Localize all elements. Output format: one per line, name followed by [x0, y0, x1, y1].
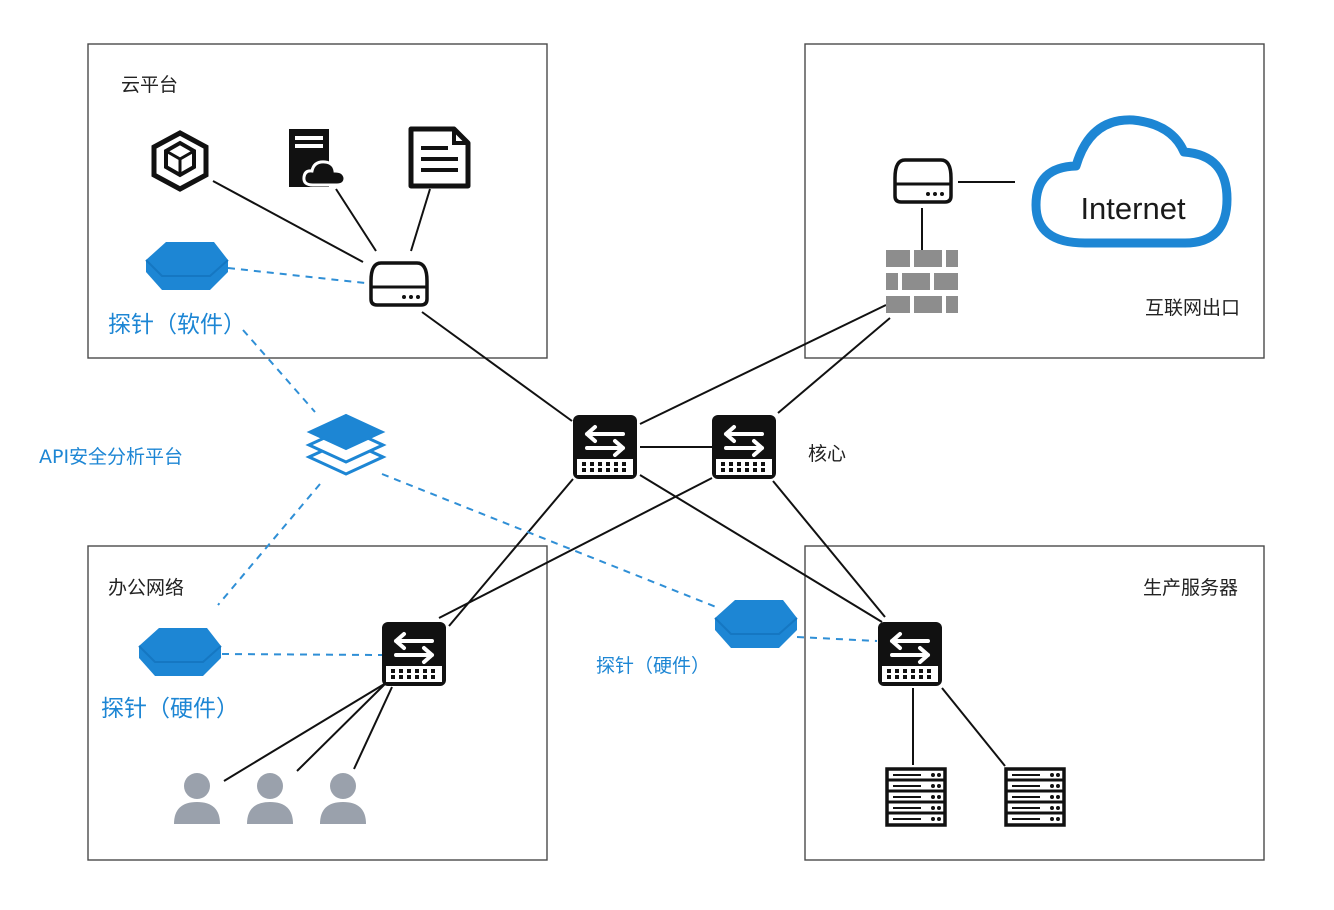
link-core-right-to-office-switch [438, 477, 713, 619]
cloud-platform-zone-label: 云平台 [121, 74, 178, 96]
production-server-zone-label: 生产服务器 [1143, 577, 1238, 599]
office-switch-icon [380, 620, 448, 688]
link-core-right-to-production-switch [772, 480, 886, 618]
link-office-probe-to-office-switch [221, 653, 383, 656]
link-office-switch-to-user-3 [353, 686, 393, 770]
link-platform-to-office-probe [217, 483, 321, 606]
link-platform-to-production-probe [381, 473, 717, 608]
link-software-probe-to-platform [242, 329, 316, 413]
office-network-zone [87, 545, 548, 861]
server-rack-icon-1 [885, 767, 947, 827]
link-production-probe-to-production-switch [796, 636, 878, 642]
link-core-left-to-firewall [639, 304, 887, 425]
production-hardware-probe-icon [714, 599, 798, 649]
internet-router-icon [893, 158, 953, 204]
office-hardware-probe-icon [138, 627, 222, 677]
internet-cloud-icon [1031, 115, 1232, 248]
production-hardware-probe-label: 探针（硬件） [596, 655, 710, 677]
link-document-to-cloud-router [410, 188, 431, 252]
link-cluster-to-cloud-router [212, 180, 364, 263]
link-cloud-router-to-core-left [421, 311, 573, 422]
core-switch-left-icon [571, 413, 639, 481]
internet-cloud-label: Internet [1080, 191, 1186, 226]
production-switch-icon [876, 620, 944, 688]
cloud-server-icon [289, 129, 347, 187]
cloud-router-icon [369, 261, 429, 307]
network-links [212, 180, 1015, 782]
probe-links [217, 267, 878, 656]
office-hardware-probe-label: 探针（硬件） [101, 696, 239, 722]
api-platform-label: API安全分析平台 [39, 446, 183, 468]
link-cloudserver-to-cloud-router [335, 188, 377, 252]
core-label: 核心 [808, 443, 846, 465]
internet-exit-zone-label: 互联网出口 [1145, 297, 1240, 319]
link-production-switch-to-server-2 [941, 687, 1006, 767]
link-office-switch-to-user-1 [223, 682, 387, 782]
office-network-zone-label: 办公网络 [108, 577, 184, 599]
firewall-icon [886, 250, 958, 313]
microservice-cluster-icon [151, 130, 209, 192]
api-platform-layers-icon [305, 413, 387, 476]
server-rack-icon-2 [1004, 767, 1066, 827]
core-switch-right-icon [710, 413, 778, 481]
link-office-switch-to-user-2 [296, 682, 387, 772]
link-core-left-to-production-switch [639, 474, 883, 623]
software-probe-icon [145, 241, 229, 291]
cloud-platform-zone [87, 43, 548, 359]
document-icon [408, 126, 471, 189]
software-probe-label: 探针（软件） [108, 312, 246, 338]
link-software-probe-to-cloud-router [227, 267, 366, 284]
link-core-right-to-firewall [777, 317, 891, 414]
